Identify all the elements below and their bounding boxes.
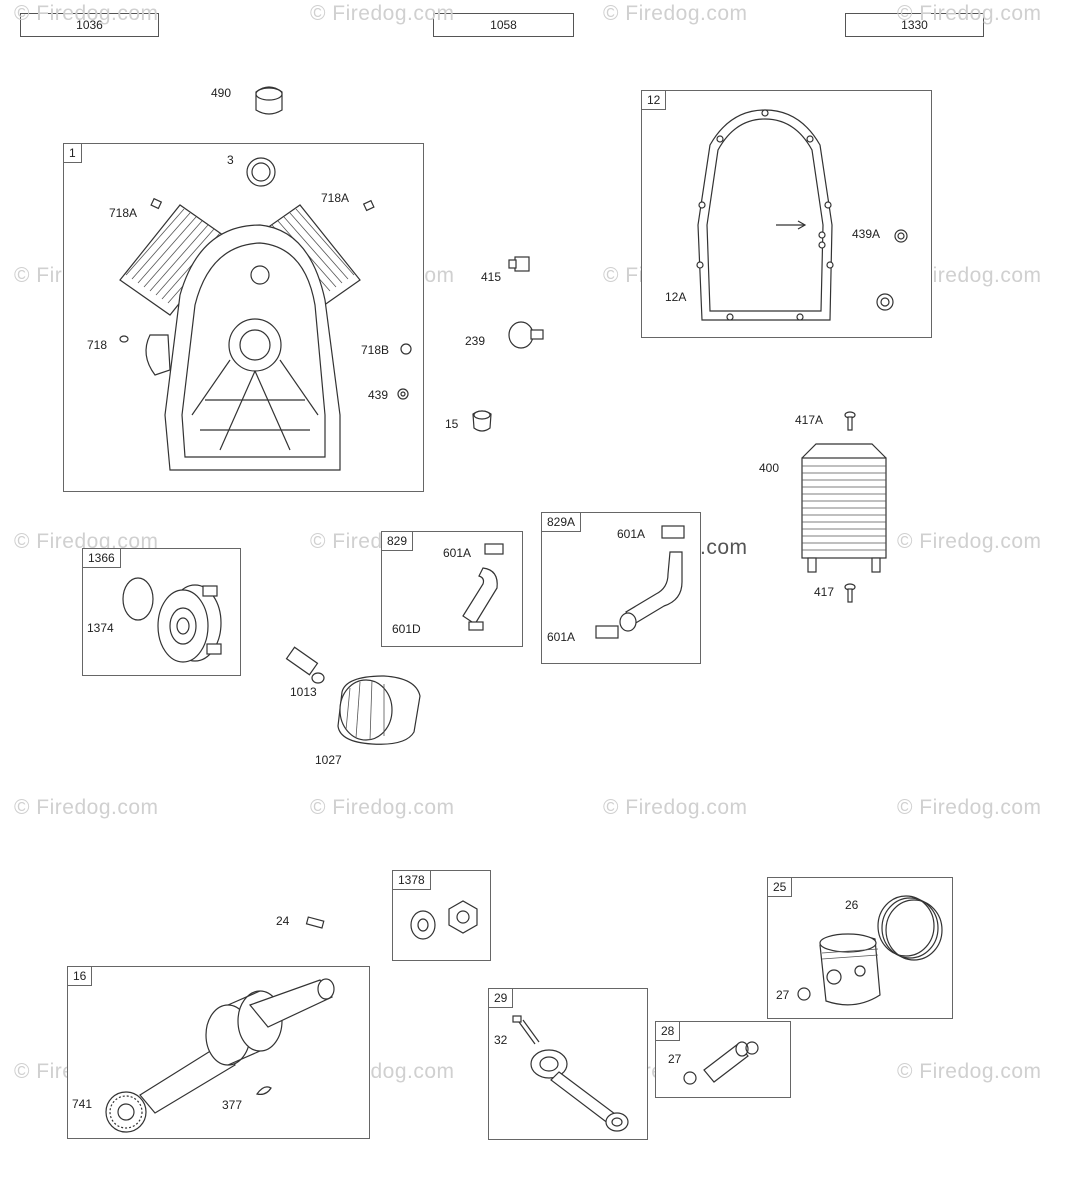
screw-417-drawing[interactable]: [843, 582, 857, 604]
washer-nut-drawing[interactable]: [405, 895, 485, 950]
header-box-1058: 1058: [433, 13, 574, 37]
watermark: © Firedog.com: [603, 2, 748, 25]
kit-tag: 25: [768, 878, 793, 897]
connecting-rod-drawing[interactable]: [505, 1012, 645, 1136]
callout-26: 26: [845, 898, 859, 912]
dowel-pin-718-drawing[interactable]: [118, 334, 130, 344]
seal-439-drawing[interactable]: [396, 387, 410, 401]
watermark: © Firedog.com: [14, 2, 159, 25]
key-24-drawing[interactable]: [304, 916, 326, 930]
callout-490: 490: [211, 86, 232, 100]
callout-439: 439: [368, 388, 389, 402]
callout-15: 15: [445, 417, 459, 431]
callout-439a: 439A: [852, 227, 881, 241]
callout-601a: 601A: [443, 546, 472, 560]
callout-741: 741: [72, 1097, 93, 1111]
callout-27: 27: [776, 988, 790, 1002]
callout-417: 417: [814, 585, 835, 599]
oil-sensor-239-drawing[interactable]: [505, 318, 547, 352]
seal-439a-drawing[interactable]: [893, 228, 909, 244]
piston-drawing[interactable]: [800, 925, 890, 1015]
callout-601d: 601D: [392, 622, 421, 636]
key-377-drawing[interactable]: [254, 1082, 274, 1098]
kit-tag: 29: [489, 989, 514, 1008]
callout-601a: 601A: [617, 527, 646, 541]
header-box-1036: 1036: [20, 13, 159, 37]
watermark: © Firedog.com: [310, 2, 455, 25]
kit-tag: 1378: [393, 871, 431, 890]
kit-tag: 28: [656, 1022, 681, 1041]
watermark: © Firedog.com: [897, 2, 1042, 25]
seal-drawing[interactable]: [875, 292, 895, 312]
oil-seal-3-drawing[interactable]: [244, 155, 278, 189]
filter-adapter-drawing[interactable]: [155, 578, 227, 668]
o-ring-1374-drawing[interactable]: [118, 575, 158, 623]
watermark: © Firedog.com: [897, 264, 1042, 287]
callout-417a: 417A: [795, 413, 824, 427]
retaining-ring-27-drawing[interactable]: [795, 985, 813, 1003]
screw-417a-drawing[interactable]: [843, 410, 857, 432]
kit-tag: 829: [382, 532, 414, 551]
callout-1027: 1027: [315, 753, 342, 767]
callout-377: 377: [222, 1098, 243, 1112]
fitting-15-drawing[interactable]: [468, 408, 496, 434]
kit-tag: 1366: [83, 549, 121, 568]
oil-pressure-switch-415-drawing[interactable]: [507, 253, 533, 275]
callout-718a: 718A: [109, 206, 138, 220]
watermark: © Firedog.com: [897, 530, 1042, 553]
watermark: © Firedog.com: [14, 530, 159, 553]
callout-415: 415: [481, 270, 502, 284]
kit-tag: 1: [64, 144, 82, 163]
callout-1374: 1374: [87, 621, 114, 635]
callout-24: 24: [276, 914, 290, 928]
callout-27: 27: [668, 1052, 682, 1066]
header-box-1330: 1330: [845, 13, 984, 37]
dowel-pin-718a-drawing[interactable]: [362, 199, 375, 212]
kit-tag: 829A: [542, 513, 582, 532]
crankshaft-drawing[interactable]: [100, 975, 360, 1135]
callout-3: 3: [227, 153, 234, 167]
watermark: © Firedog.com: [14, 796, 159, 819]
piston-pin-drawing[interactable]: [678, 1030, 784, 1092]
crankcase-gasket-12a-drawing[interactable]: [690, 105, 840, 330]
callout-32: 32: [494, 1033, 508, 1047]
oil-filter-nipple-1013-drawing[interactable]: [282, 646, 328, 688]
piston-rings-26-drawing[interactable]: [868, 890, 948, 970]
crank-gear-741-drawing[interactable]: [102, 1088, 150, 1136]
dowel-pin-718a-drawing[interactable]: [150, 197, 163, 210]
cylinder-block-drawing[interactable]: [110, 185, 370, 485]
callout-12a: 12A: [665, 290, 687, 304]
watermark: © Firedog.com: [897, 1060, 1042, 1083]
kit-tag: 16: [68, 967, 93, 986]
watermark: © Firedog.com: [310, 796, 455, 819]
watermark: © Firedog.com: [603, 796, 748, 819]
hose-829-drawing[interactable]: [455, 540, 515, 640]
callout-718: 718: [87, 338, 108, 352]
callout-718b: 718B: [361, 343, 390, 357]
cylinder-plug-490-drawing[interactable]: [252, 80, 286, 120]
oil-filter-1027-drawing[interactable]: [330, 670, 425, 750]
callout-601a: 601A: [547, 630, 576, 644]
oil-cooler-400-drawing[interactable]: [798, 440, 890, 575]
watermark: © Firedog.com: [897, 796, 1042, 819]
hose-829a-drawing[interactable]: [590, 522, 695, 657]
callout-1013: 1013: [290, 685, 317, 699]
kit-tag: 12: [642, 91, 667, 110]
callout-239: 239: [465, 334, 486, 348]
callout-400: 400: [759, 461, 780, 475]
dowel-pin-718b-drawing[interactable]: [399, 342, 413, 356]
callout-718a: 718A: [321, 191, 350, 205]
